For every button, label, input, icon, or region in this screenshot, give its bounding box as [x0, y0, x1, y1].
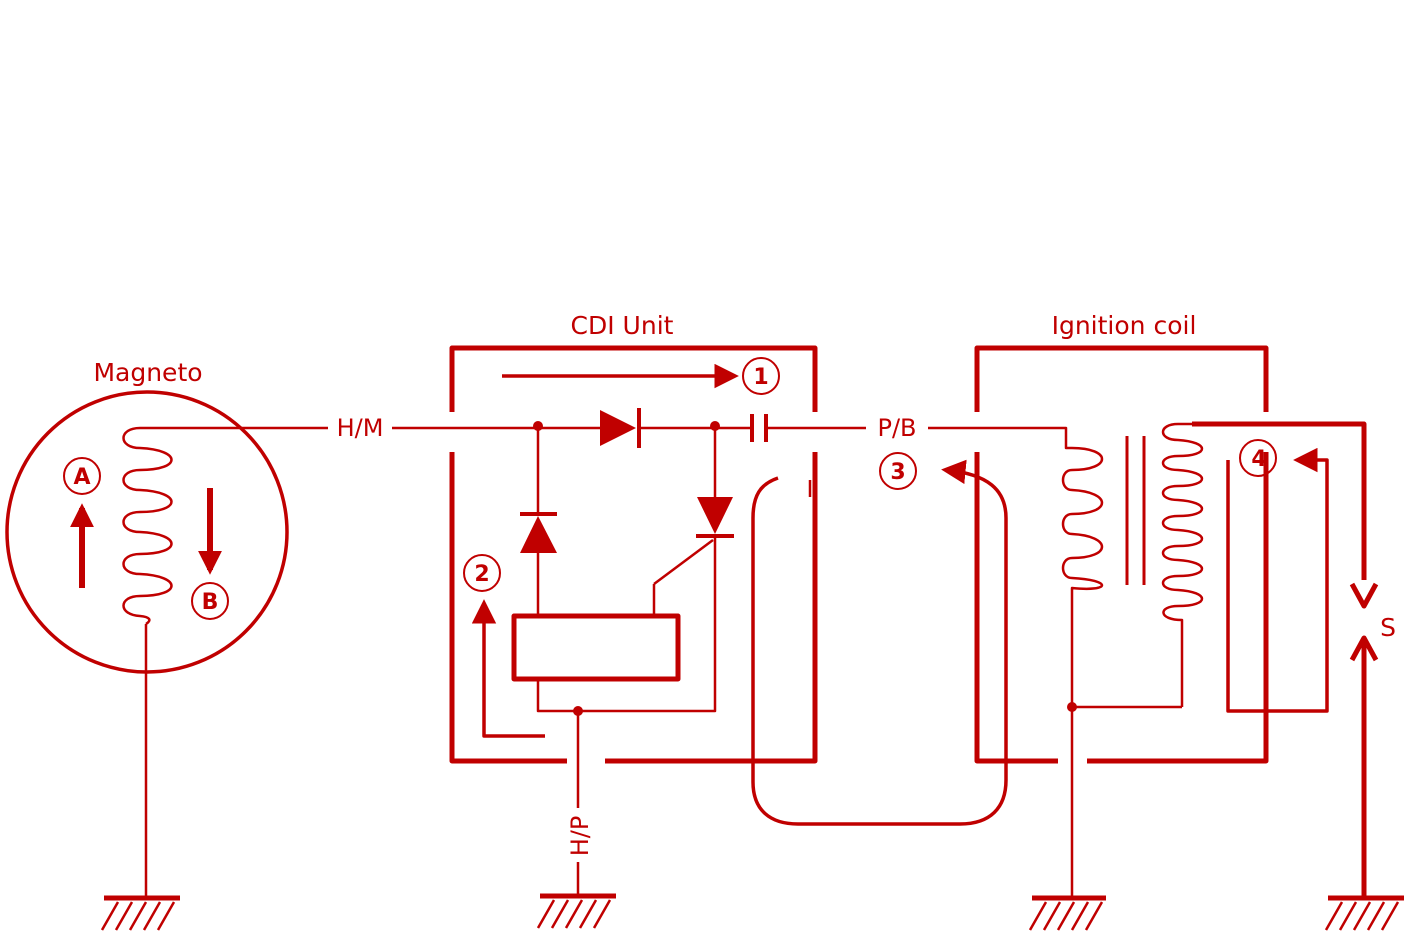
junction-left — [533, 421, 543, 431]
series-diode — [600, 408, 641, 448]
spark-gap-upper — [1349, 582, 1379, 609]
cdi-unit — [449, 345, 818, 896]
arrow-3 — [751, 459, 1008, 826]
spark-label: S — [1380, 613, 1396, 642]
marker-2-label: 2 — [474, 562, 489, 587]
primary-coil — [1061, 446, 1104, 707]
thyristor-gate-wire — [653, 538, 714, 586]
shunt-diode — [520, 512, 557, 553]
pb-to-primary-wire — [928, 426, 1072, 450]
cdi-unit-box — [449, 345, 818, 764]
marker-b-label: B — [202, 590, 219, 615]
marker-b-circle — [191, 582, 229, 620]
junction-right — [710, 421, 720, 431]
spark-plug — [1192, 421, 1379, 898]
marker-3-circle — [879, 452, 917, 490]
marker-2-circle — [463, 554, 501, 592]
marker-4-circle — [1239, 439, 1277, 477]
capacitor — [750, 414, 768, 442]
hp-label: H/P — [566, 816, 594, 857]
main-wiring — [165, 426, 1072, 450]
marker-1-circle — [742, 357, 780, 395]
secondary-coil — [1161, 422, 1203, 707]
magneto-title: Magneto — [93, 358, 202, 387]
thyristor-wire-bottom — [536, 536, 717, 713]
control-module — [511, 613, 681, 682]
pb-label: P/B — [877, 414, 916, 442]
marker-a-circle — [63, 457, 101, 495]
ground-coil — [1028, 895, 1106, 931]
spark-gap-lower — [1349, 635, 1379, 662]
magneto — [5, 390, 289, 898]
ground-spark-plug — [1324, 895, 1404, 931]
magneto-coil — [122, 426, 173, 626]
ignition-coil-title: Ignition coil — [1052, 311, 1197, 340]
hv-wire — [1192, 421, 1367, 580]
discharge-loop — [751, 452, 1008, 826]
arrow-2 — [471, 599, 545, 738]
hm-label: H/M — [337, 414, 384, 442]
ignition-coil — [974, 345, 1329, 898]
arrow-4 — [1226, 447, 1329, 713]
marker-a-label: A — [73, 465, 90, 490]
thyristor — [653, 497, 734, 586]
cdi-unit-title: CDI Unit — [571, 311, 674, 340]
ground-magneto — [100, 895, 180, 931]
marker-3-label: 3 — [890, 460, 905, 485]
marker-4-label: 4 — [1251, 447, 1266, 472]
ground-cdi — [536, 893, 616, 929]
ignition-coil-box — [974, 345, 1269, 764]
marker-1-label: 1 — [753, 365, 768, 390]
